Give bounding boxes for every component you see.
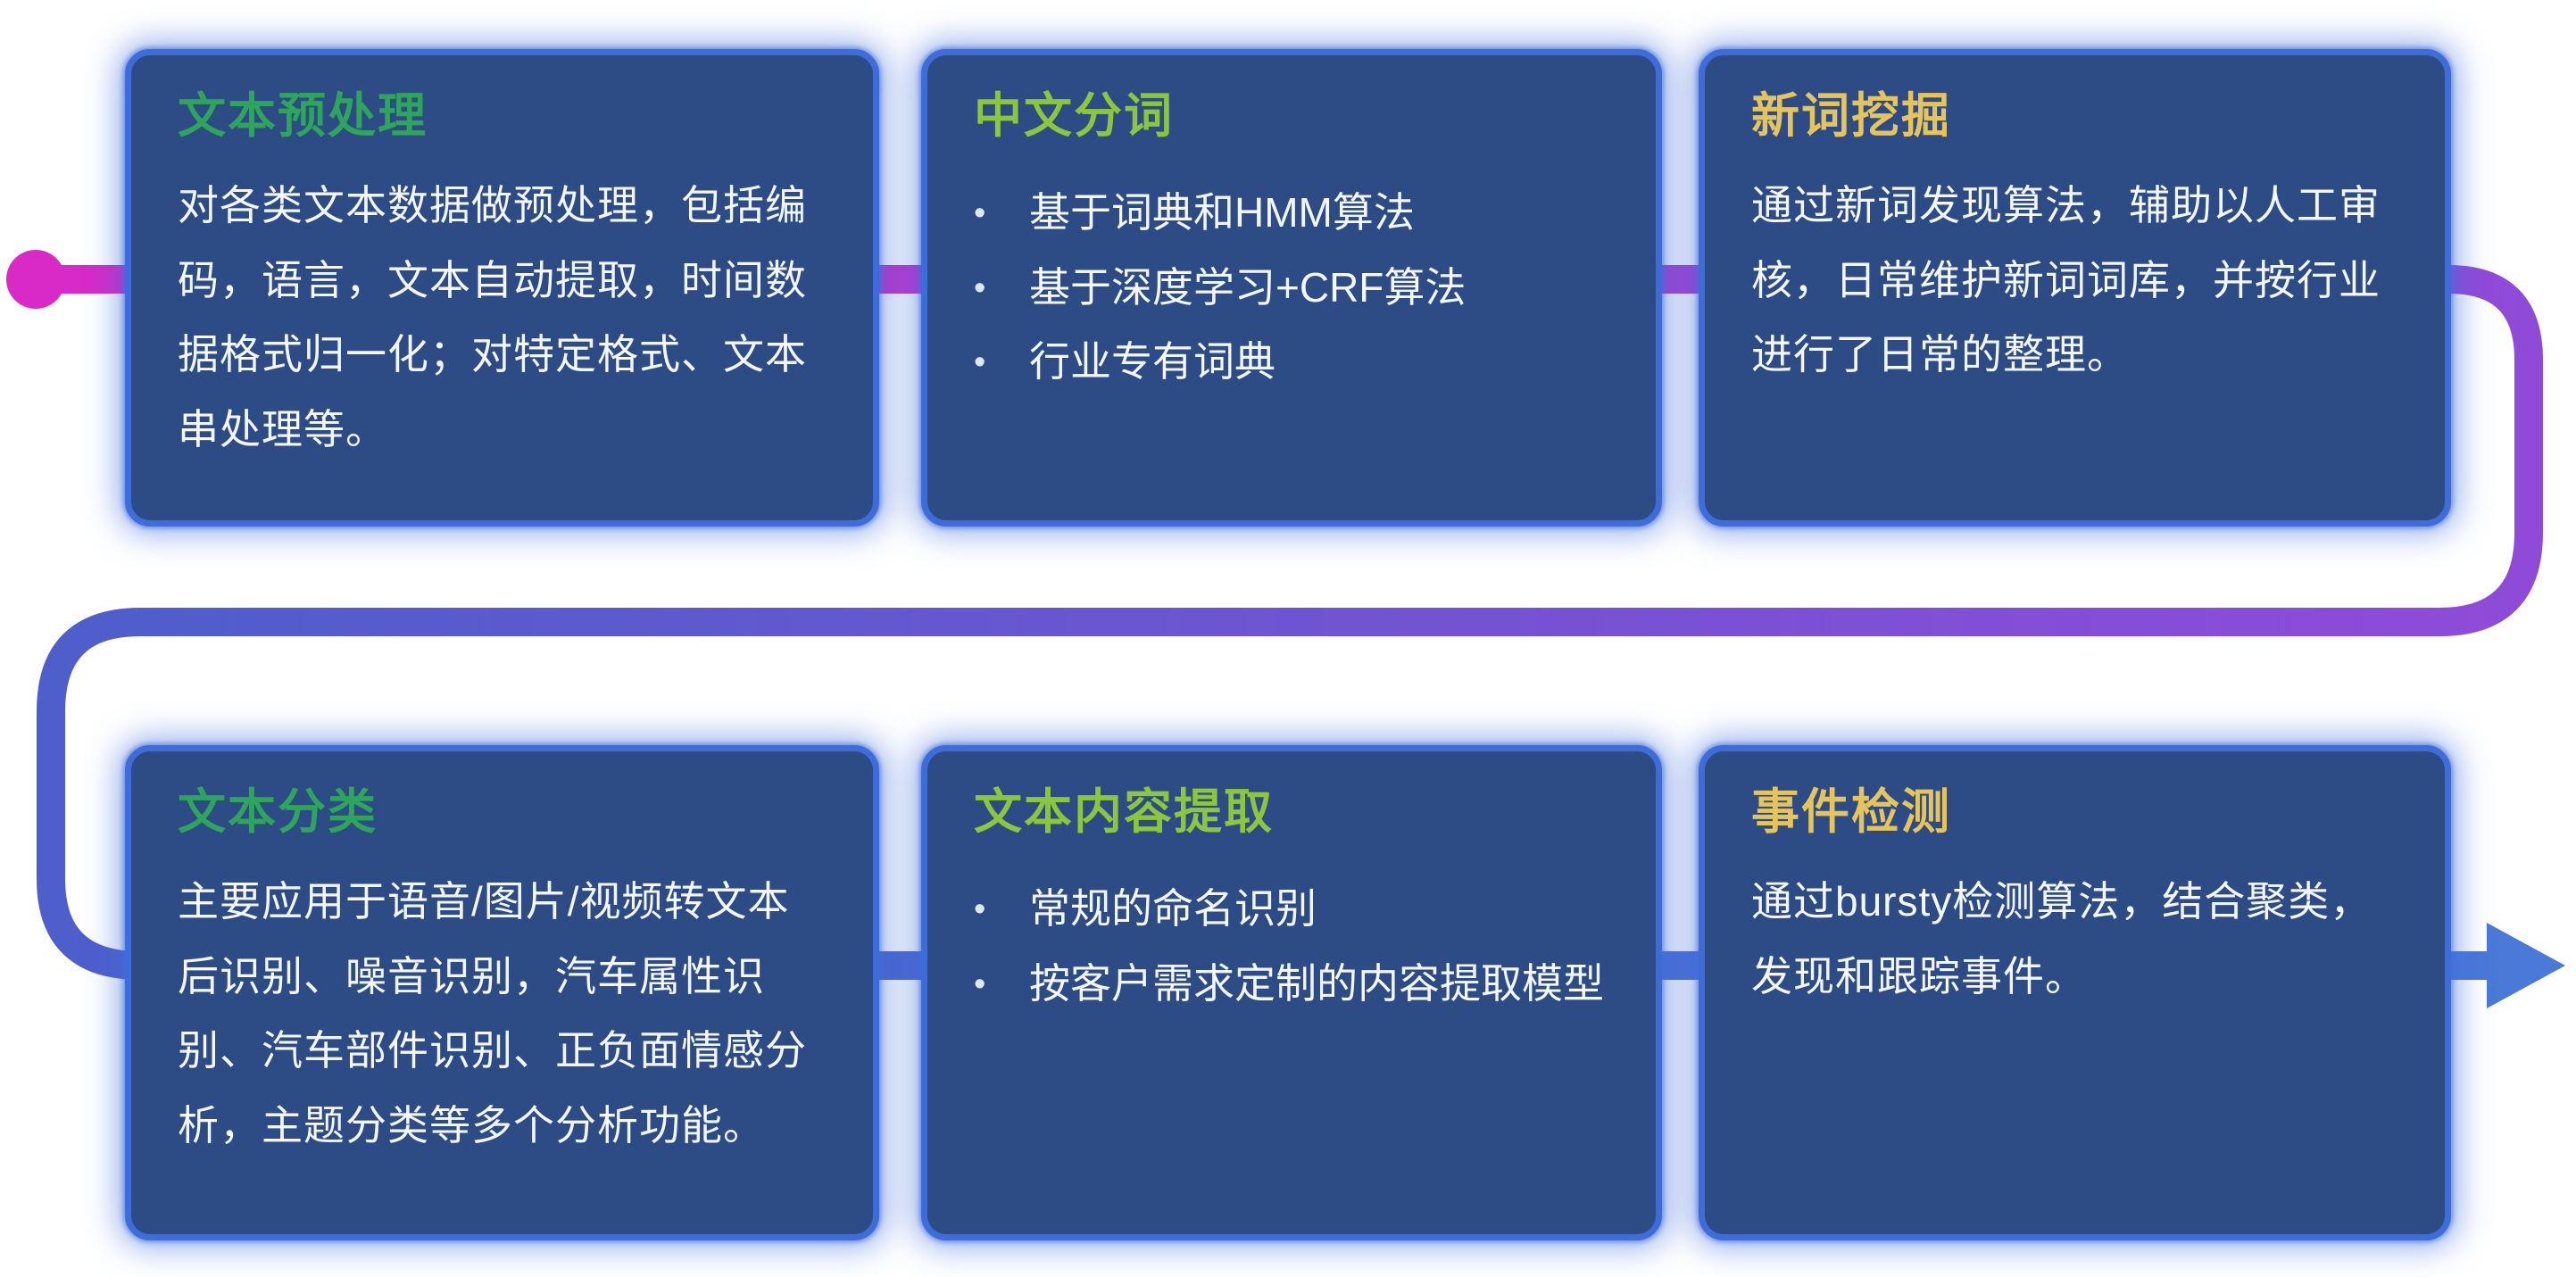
list-item: • 基于词典和HMM算法 (974, 176, 1609, 251)
card-bullet-list: • 基于词典和HMM算法 • 基于深度学习+CRF算法 • 行业专有词典 (974, 176, 1609, 400)
flow-pipe-top-segment (36, 265, 2543, 533)
bullet-text: 基于深度学习+CRF算法 (1029, 263, 1467, 311)
flow-pipe-middle-segment (37, 532, 2543, 879)
list-item: • 按客户需求定制的内容提取模型 (974, 947, 1609, 1022)
card-title: 文本预处理 (178, 89, 428, 143)
card-title: 新词挖掘 (1751, 89, 1951, 143)
bullet-icon: • (974, 890, 986, 928)
bullet-text: 按客户需求定制的内容提取模型 (1029, 959, 1604, 1007)
bullet-icon: • (974, 965, 986, 1003)
card-text-classification: 文本分类 主要应用于语音/图片/视频转文本后识别、噪音识别，汽车属性识别、汽车部… (125, 745, 879, 1240)
bullet-icon: • (974, 269, 986, 307)
bullet-icon: • (974, 344, 986, 382)
card-body: 主要应用于语音/图片/视频转文本后识别、噪音识别，汽车属性识别、汽车部件识别、正… (178, 877, 807, 1148)
card-new-word-mining: 新词挖掘 通过新词发现算法，辅助以人工审核，日常维护新词词库，并按行业进行了日常… (1699, 49, 2451, 527)
list-item: • 常规的命名识别 (974, 872, 1609, 947)
card-title: 文本分类 (178, 785, 378, 839)
bullet-text: 行业专有词典 (1029, 338, 1276, 386)
bullet-text: 基于词典和HMM算法 (1029, 188, 1415, 236)
flow-start-dot (6, 250, 65, 309)
list-item: • 基于深度学习+CRF算法 (974, 251, 1609, 326)
card-chinese-word-segmentation: 中文分词 • 基于词典和HMM算法 • 基于深度学习+CRF算法 • 行业专有词… (921, 49, 1662, 527)
card-event-detection: 事件检测 通过bursty检测算法，结合聚类，发现和跟踪事件。 (1699, 745, 2451, 1240)
card-text-content-extraction: 文本内容提取 • 常规的命名识别 • 按客户需求定制的内容提取模型 (921, 745, 1662, 1240)
card-title: 中文分词 (974, 89, 1174, 143)
flow-end-arrow-icon (2487, 923, 2565, 1008)
list-item: • 行业专有词典 (974, 325, 1609, 400)
card-bullet-list: • 常规的命名识别 • 按客户需求定制的内容提取模型 (974, 872, 1609, 1021)
bullet-text: 常规的命名识别 (1029, 884, 1317, 932)
card-title: 事件检测 (1751, 785, 1951, 839)
card-text-preprocessing: 文本预处理 对各类文本数据做预处理，包括编码，语言，文本自动提取，时间数据格式归… (125, 49, 879, 527)
card-title: 文本内容提取 (974, 785, 1274, 839)
card-body: 对各类文本数据做预处理，包括编码，语言，文本自动提取，时间数据格式归一化；对特定… (178, 181, 807, 452)
bullet-icon: • (974, 194, 986, 232)
card-body: 通过bursty检测算法，结合聚类，发现和跟踪事件。 (1751, 877, 2372, 999)
card-body: 通过新词发现算法，辅助以人工审核，日常维护新词词库，并按行业进行了日常的整理。 (1751, 181, 2381, 378)
